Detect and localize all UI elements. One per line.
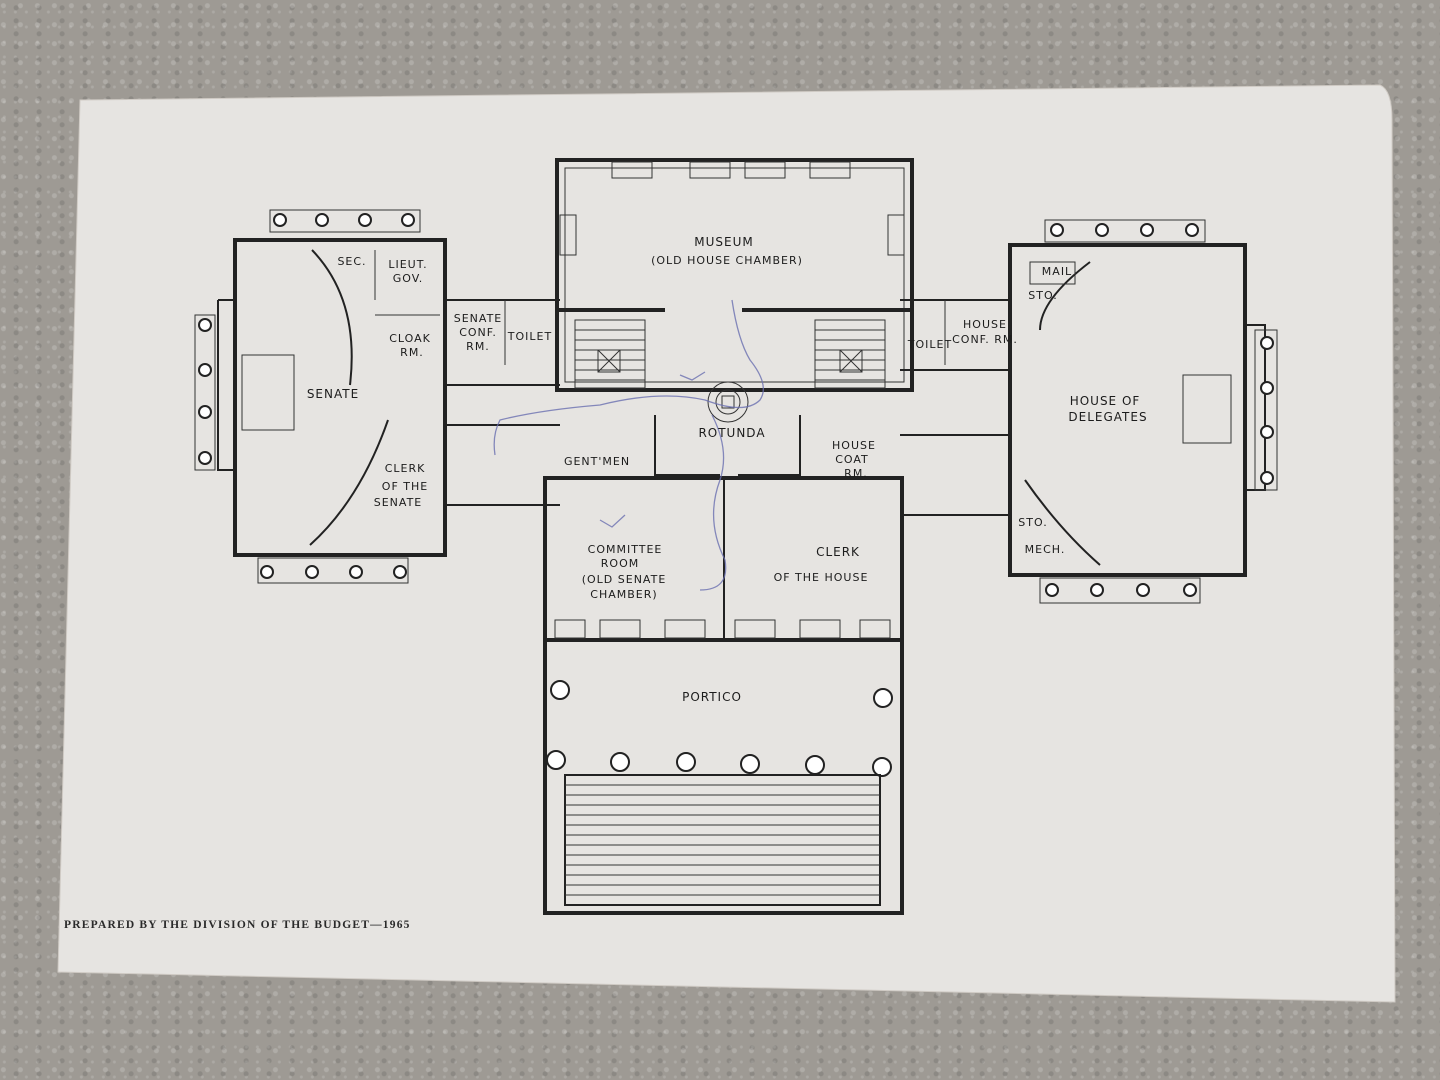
label-house-delegates-2: DELEGATES — [1068, 410, 1147, 424]
label-committee-3: (OLD SENATE — [582, 573, 667, 586]
label-mail: MAIL — [1042, 265, 1072, 278]
rotunda-area — [654, 381, 801, 476]
label-clerk-senate-1: CLERK — [385, 462, 426, 475]
label-toilet-left: TOILET — [507, 330, 552, 343]
footer-credit: PREPARED BY THE DIVISION OF THE BUDGET—1… — [64, 919, 411, 931]
house-columns — [1045, 223, 1274, 597]
paper-sheet — [57, 84, 1396, 1003]
floor-plan: MUSEUM (OLD HOUSE CHAMBER) SEC. LIEUT. G… — [194, 158, 1278, 915]
senate-columns — [198, 213, 415, 579]
label-museum-sub: (OLD HOUSE CHAMBER) — [651, 254, 803, 267]
label-house-delegates-1: HOUSE OF — [1070, 394, 1141, 408]
label-house-coat-2: COAT — [835, 453, 869, 466]
label-senate-conf-1: SENATE — [454, 312, 503, 325]
label-mech: MECH. — [1025, 543, 1066, 556]
label-senate-conf-2: CONF. — [459, 326, 497, 339]
lower-central-block — [543, 476, 904, 915]
museum-block — [555, 158, 914, 392]
label-committee-2: ROOM — [601, 557, 639, 570]
label-portico: PORTICO — [682, 690, 742, 704]
label-lieut-gov-1: LIEUT. — [388, 258, 427, 271]
label-committee-4: CHAMBER) — [590, 588, 657, 601]
label-clerk-senate-2: OF THE — [382, 480, 428, 493]
label-committee-1: COMMITTEE — [588, 543, 663, 556]
label-house-conf-2: CONF. RM. — [952, 333, 1018, 346]
label-house-conf-1: HOUSE — [963, 318, 1007, 331]
pen-annotations — [493, 299, 764, 591]
label-sec: SEC. — [337, 255, 366, 268]
label-cloak-1: CLOAK — [389, 332, 431, 345]
label-gentmen: GENT'MEN — [564, 455, 630, 468]
portico-columns — [546, 680, 893, 777]
label-house-coat-3: RM. — [844, 467, 868, 480]
label-clerk-house-2: OF THE HOUSE — [774, 571, 869, 584]
label-house-coat-1: HOUSE — [832, 439, 876, 452]
label-sto-bottom: STO. — [1018, 516, 1047, 529]
label-cloak-2: RM. — [400, 346, 424, 359]
label-clerk-house-1: CLERK — [816, 545, 860, 559]
label-senate-conf-3: RM. — [466, 340, 490, 353]
label-clerk-senate-3: SENATE — [374, 496, 423, 509]
house-wing — [900, 219, 1278, 604]
label-lieut-gov-2: GOV. — [393, 272, 424, 285]
label-toilet-right: TOILET — [907, 338, 952, 351]
portico-steps — [564, 774, 881, 906]
senate-wing — [194, 209, 560, 584]
label-rotunda: ROTUNDA — [698, 426, 765, 440]
room-labels: MUSEUM (OLD HOUSE CHAMBER) SEC. LIEUT. G… — [307, 235, 1147, 704]
label-museum: MUSEUM — [694, 235, 753, 249]
label-senate: SENATE — [307, 387, 359, 401]
label-sto-top: STO. — [1028, 289, 1057, 302]
